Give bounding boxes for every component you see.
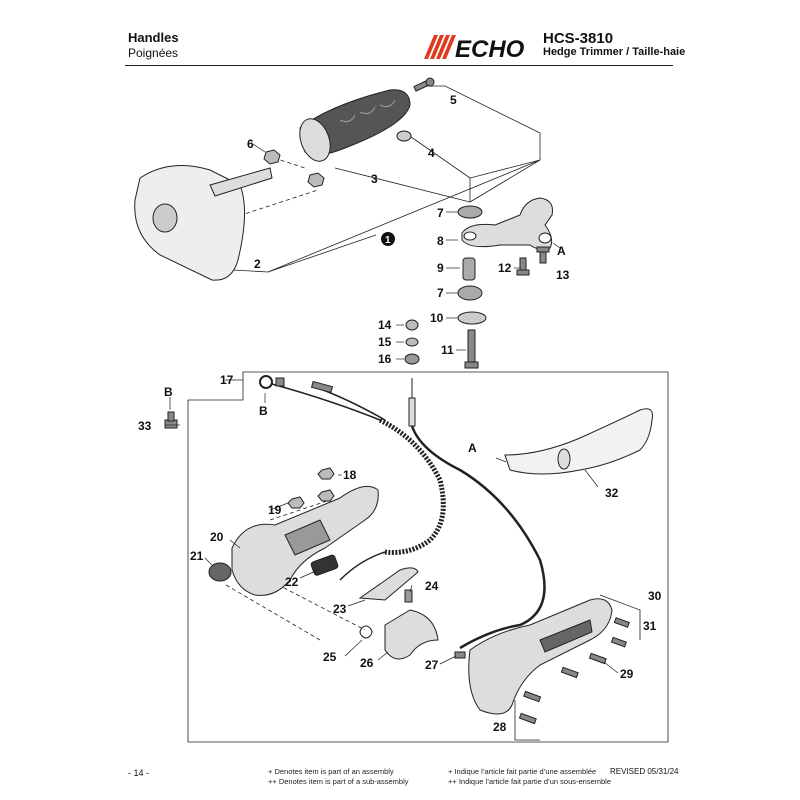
page-number: - 14 -	[128, 768, 150, 778]
washer-part-7b	[457, 285, 483, 301]
logo-wordmark: ECHO	[455, 36, 525, 61]
footer-note-assembly-fr: + Indique l’article fait partie d’une as…	[448, 767, 597, 776]
lever-part-23	[358, 567, 419, 601]
callout-9: 9	[437, 261, 444, 275]
screw-part-29	[588, 652, 607, 665]
switch-part-22	[310, 554, 339, 576]
spring-part-25	[359, 625, 373, 639]
handle-cover-part-2	[134, 165, 273, 281]
callout-19: 19	[268, 503, 282, 517]
bracket-part-8	[461, 197, 553, 250]
rear-handle-part-20	[231, 485, 379, 596]
grip-part-3	[299, 89, 411, 162]
footer-note-subassembly-en: ++ Denotes item is part of a sub-assembl…	[268, 777, 409, 786]
callout-ref-a-top: A	[557, 244, 566, 258]
callout-25: 25	[323, 650, 337, 664]
callout-23: 23	[333, 602, 347, 616]
callout-24: 24	[425, 579, 439, 593]
nuts-part-18	[317, 467, 335, 502]
revision-date: REVISED 05/31/24	[610, 767, 679, 776]
model-number: HCS-3810	[543, 30, 614, 47]
callout-1: 1	[385, 235, 391, 246]
cable-end-part-27	[454, 651, 466, 659]
washer-part-10	[457, 311, 487, 325]
spring-part-24	[404, 589, 413, 603]
screw-part-13	[536, 246, 550, 264]
callout-7a: 7	[437, 206, 444, 220]
echo-logo: ECHO	[424, 35, 525, 61]
spacer-part-9	[462, 257, 476, 281]
callout-16: 16	[378, 352, 392, 366]
callout-27: 27	[425, 658, 439, 672]
callout-ref-b-left: B	[164, 385, 173, 399]
callout-20: 20	[210, 530, 224, 544]
cap-part-14	[405, 319, 419, 331]
leader-2	[232, 269, 269, 273]
nut-part-15	[405, 337, 419, 347]
nut-part-19	[287, 496, 305, 509]
callout-7b: 7	[437, 286, 444, 300]
callout-15: 15	[378, 335, 392, 349]
screw-part-33	[164, 411, 178, 429]
page-subtitle: Poignées	[128, 46, 179, 60]
footer-note-subassembly-fr: ++ Indique l’article fait partie d’un so…	[448, 777, 612, 786]
callout-ref-b-wire: B	[259, 404, 268, 418]
washer-part-4	[396, 130, 412, 142]
footer-notes-fr: + Indique l’article fait partie d’une as…	[448, 767, 611, 787]
callout-30: 30	[648, 589, 662, 603]
connector	[275, 377, 334, 394]
footer-note-assembly-en: + Denotes item is part of an assembly	[268, 767, 394, 776]
leader-1	[267, 234, 377, 273]
callout-33: 33	[138, 419, 152, 433]
nut-part-6	[263, 149, 325, 188]
callout-18: 18	[343, 468, 357, 482]
footer-notes-en: + Denotes item is part of an assembly ++…	[268, 767, 408, 787]
callout-11: 11	[441, 343, 454, 357]
callout-14: 14	[378, 318, 392, 332]
callout-12: 12	[498, 261, 512, 275]
callout-8: 8	[437, 234, 444, 248]
callout-17: 17	[220, 373, 234, 387]
callout-4: 4	[428, 146, 435, 160]
throttle-cable	[408, 378, 546, 650]
screw-part-12	[516, 257, 530, 276]
frame-17	[187, 371, 669, 743]
callout-5: 5	[450, 93, 457, 107]
washer-part-7a	[457, 205, 483, 219]
callout-26: 26	[360, 656, 374, 670]
logo-stripes	[424, 35, 456, 59]
page-title: Handles	[128, 30, 179, 45]
handle-part-30	[468, 598, 613, 715]
header-rule	[125, 65, 673, 66]
callout-2: 2	[254, 257, 261, 271]
bracket-1	[469, 159, 541, 203]
callout-1-circle	[381, 232, 395, 246]
leader-3	[334, 167, 471, 203]
callout-10: 10	[430, 311, 444, 325]
callout-21: 21	[190, 549, 204, 563]
callout-6: 6	[247, 137, 254, 151]
screws-part-31	[610, 617, 630, 648]
screws-part-28	[518, 666, 579, 725]
callout-29: 29	[620, 667, 634, 681]
callout-32: 32	[605, 486, 619, 500]
trigger-part-26	[384, 609, 439, 660]
callout-3: 3	[371, 172, 378, 186]
model-description: Hedge Trimmer / Taille-haie	[543, 46, 686, 58]
cap-part-21	[208, 562, 232, 582]
callout-31: 31	[643, 619, 657, 633]
callout-ref-a-pipe: A	[468, 441, 477, 455]
nut-part-16	[404, 353, 420, 365]
callout-13: 13	[556, 268, 570, 282]
leader-4	[403, 131, 471, 179]
callout-28: 28	[493, 720, 507, 734]
pipe-part-32	[504, 408, 653, 475]
coil-cord	[378, 417, 446, 555]
callout-22: 22	[285, 575, 299, 589]
screw-part-5	[413, 77, 435, 92]
screw-part-11	[464, 329, 479, 369]
